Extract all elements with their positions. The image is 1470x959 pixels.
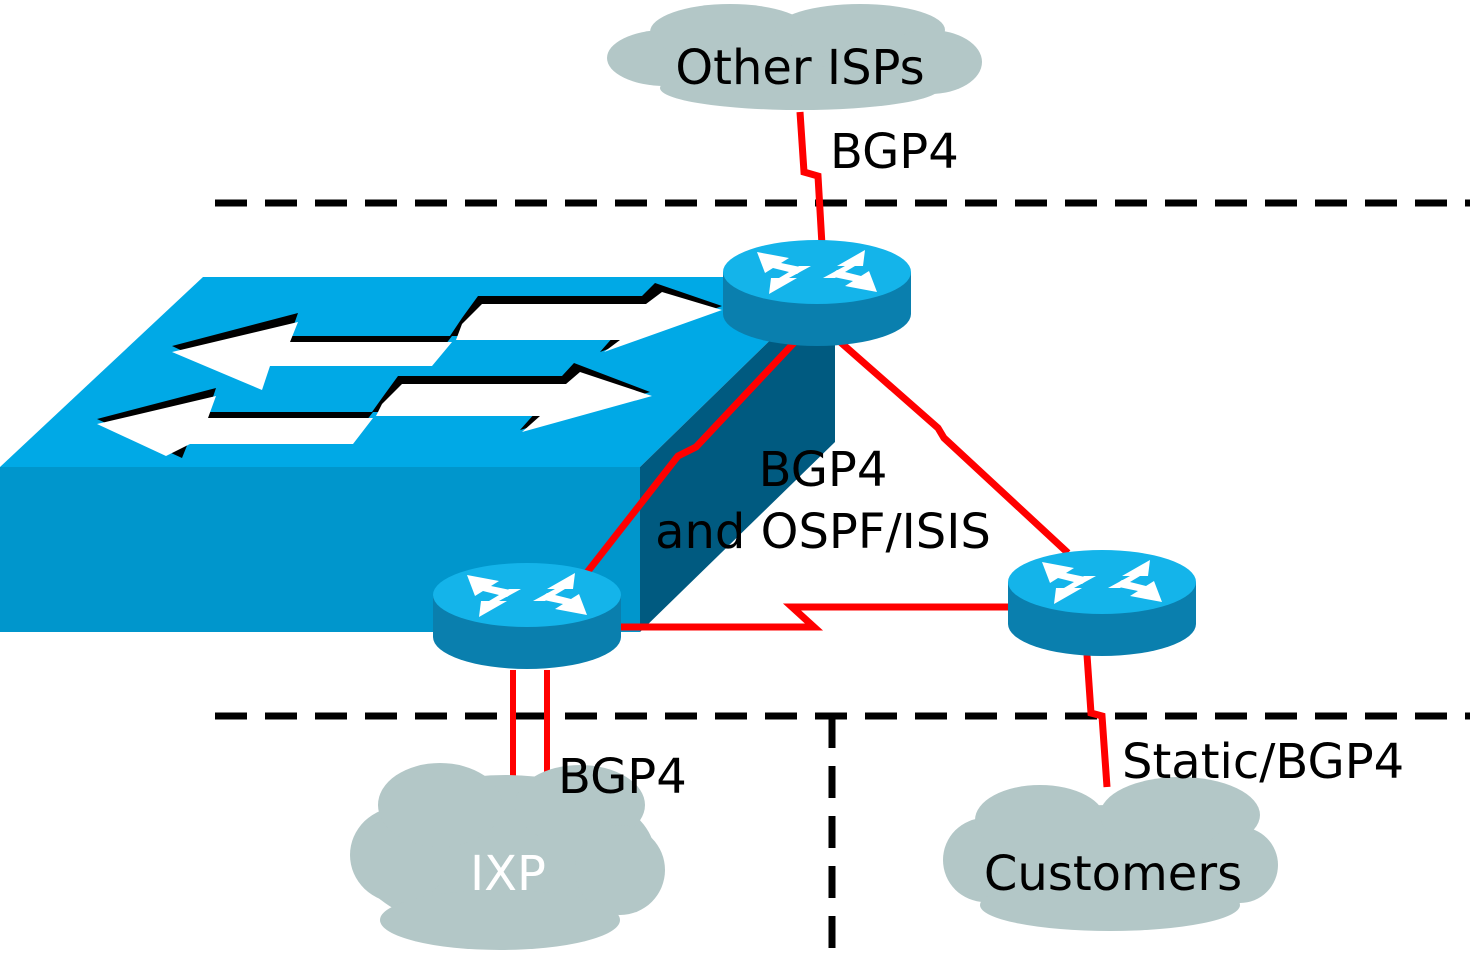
cloud-label-customers: Customers: [984, 846, 1242, 902]
left-arrow-2: [97, 396, 373, 456]
router-top: [723, 240, 911, 346]
link-label-customer: Static/BGP4: [1122, 734, 1404, 790]
link-label-core-line1: BGP4: [759, 442, 888, 498]
router-right: [1008, 550, 1196, 656]
cloud-customers: [943, 777, 1278, 931]
cloud-ixp: [350, 763, 665, 950]
cloud-label-other-isps: Other ISPs: [675, 40, 924, 96]
link-label-core-line2: and OSPF/ISIS: [655, 504, 991, 560]
switch-arrows: [97, 283, 722, 458]
cloud-label-ixp: IXP: [470, 846, 546, 902]
left-arrow: [172, 322, 452, 390]
link-upstream: [796, 111, 826, 246]
link-core-right: [827, 330, 1071, 556]
right-arrow: [456, 292, 722, 352]
switch-icon: [0, 277, 835, 632]
link-core-left: [582, 327, 809, 578]
link-core-bottom: [605, 603, 1008, 631]
link-label-upstream: BGP4: [830, 124, 959, 180]
link-customer: [1083, 654, 1111, 788]
switch-side-face: [640, 277, 835, 632]
links: [582, 111, 1111, 788]
right-arrow-2: [376, 372, 652, 432]
cloud-icon: [350, 4, 1278, 950]
router-icon: [433, 240, 1196, 669]
cloud-other-isps: [607, 4, 982, 110]
router-left: [433, 563, 621, 669]
link-label-ixp: BGP4: [558, 749, 687, 805]
boundary-lines: [215, 199, 1470, 959]
